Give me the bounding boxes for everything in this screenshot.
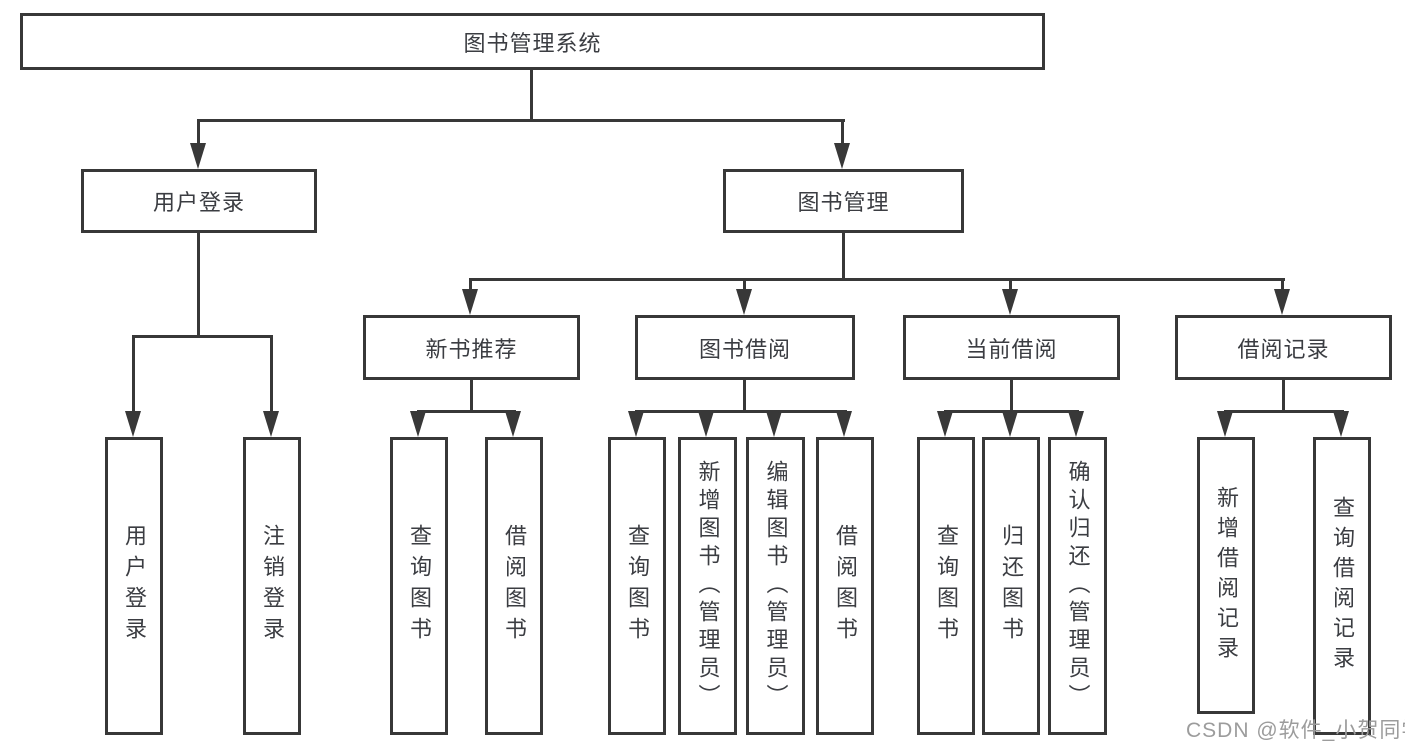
node-records-query-record: 查询借阅记录 (1313, 437, 1371, 735)
arrow-down-icon (1002, 411, 1018, 437)
watermark: CSDN @软件_小贺同学 (1186, 719, 1405, 742)
edge-root-to-user-login (197, 119, 200, 145)
edge-records-stem (1282, 380, 1285, 410)
node-borrowing-borrow-books-label: 借阅图书 (833, 524, 858, 648)
edge-to-new-book-recommend (469, 278, 472, 291)
edge-to-current-borrowing (1009, 278, 1012, 291)
node-book-management-label: 图书管理 (797, 190, 890, 215)
node-borrowing-add-books-admin-label: 新增图书（管理员） (695, 460, 721, 712)
edge-book-management-stem (842, 233, 845, 278)
edge-recommend-split (417, 410, 516, 413)
arrow-down-icon (190, 143, 206, 169)
node-recommend-query-books-label: 查询图书 (407, 524, 432, 648)
node-book-borrowing: 图书借阅 (635, 315, 855, 380)
node-borrowing-query-books: 查询图书 (608, 437, 666, 735)
arrow-down-icon (410, 411, 426, 437)
edge-user-login-stem (197, 233, 200, 335)
edge-book-management-split (469, 278, 1285, 281)
node-new-book-recommend-label: 新书推荐 (425, 336, 518, 362)
node-user-login-leaf-label: 用户登录 (122, 524, 147, 648)
edge-borrowing-split (635, 410, 847, 413)
arrow-down-icon (505, 411, 521, 437)
node-recommend-query-books: 查询图书 (390, 437, 448, 735)
arrow-down-icon (125, 411, 141, 437)
node-new-book-recommend: 新书推荐 (363, 315, 580, 380)
node-borrowing-edit-books-admin: 编辑图书（管理员） (746, 437, 805, 735)
node-current-borrowing: 当前借阅 (903, 315, 1120, 380)
edge-to-borrow-records (1281, 278, 1284, 291)
node-borrowing-edit-books-admin-label: 编辑图书（管理员） (763, 460, 789, 712)
node-book-management: 图书管理 (723, 169, 964, 233)
edge-root-to-book-management (841, 119, 844, 145)
edge-records-split (1224, 410, 1344, 413)
node-borrow-records-label: 借阅记录 (1237, 336, 1330, 362)
edge-root-split (197, 119, 845, 122)
node-user-login-leaf: 用户登录 (105, 437, 163, 735)
arrow-down-icon (1002, 289, 1018, 315)
node-borrowing-borrow-books: 借阅图书 (816, 437, 874, 735)
node-current-return-books: 归还图书 (982, 437, 1040, 735)
node-borrow-records: 借阅记录 (1175, 315, 1392, 380)
arrow-down-icon (462, 289, 478, 315)
edge-to-logout (270, 335, 273, 413)
node-current-return-books-label: 归还图书 (999, 524, 1024, 648)
node-current-confirm-return-admin: 确认归还（管理员） (1048, 437, 1107, 735)
node-logout-label: 注销登录 (260, 524, 285, 648)
edge-recommend-stem (470, 380, 473, 410)
arrow-down-icon (736, 289, 752, 315)
edge-borrowing-stem (743, 380, 746, 410)
arrow-down-icon (937, 411, 953, 437)
arrow-down-icon (1274, 289, 1290, 315)
node-user-login: 用户登录 (81, 169, 317, 233)
node-user-login-label: 用户登录 (152, 190, 245, 215)
edge-to-book-borrowing (743, 278, 746, 291)
arrow-down-icon (834, 143, 850, 169)
edge-root-stem (530, 70, 533, 119)
node-current-borrowing-label: 当前借阅 (965, 336, 1058, 362)
edge-user-login-split (132, 335, 273, 338)
node-current-query-books: 查询图书 (917, 437, 975, 735)
edge-to-user-login-leaf (132, 335, 135, 413)
node-recommend-borrow-books-label: 借阅图书 (502, 524, 527, 648)
node-records-add-record-label: 新增借阅记录 (1214, 485, 1239, 666)
node-library-system: 图书管理系统 (20, 13, 1045, 70)
arrow-down-icon (263, 411, 279, 437)
arrow-down-icon (698, 411, 714, 437)
node-current-confirm-return-admin-label: 确认归还（管理员） (1065, 460, 1091, 712)
node-records-add-record: 新增借阅记录 (1197, 437, 1255, 714)
node-logout: 注销登录 (243, 437, 301, 735)
arrow-down-icon (1217, 411, 1233, 437)
node-records-query-record-label: 查询借阅记录 (1330, 496, 1355, 676)
arrow-down-icon (836, 411, 852, 437)
node-recommend-borrow-books: 借阅图书 (485, 437, 543, 735)
arrow-down-icon (1333, 411, 1349, 437)
node-library-system-label: 图书管理系统 (463, 30, 602, 56)
arrow-down-icon (1068, 411, 1084, 437)
arrow-down-icon (766, 411, 782, 437)
arrow-down-icon (628, 411, 644, 437)
node-current-query-books-label: 查询图书 (934, 524, 959, 648)
node-book-borrowing-label: 图书借阅 (698, 336, 791, 362)
node-borrowing-query-books-label: 查询图书 (625, 524, 650, 648)
edge-current-stem (1010, 380, 1013, 410)
node-borrowing-add-books-admin: 新增图书（管理员） (678, 437, 737, 735)
